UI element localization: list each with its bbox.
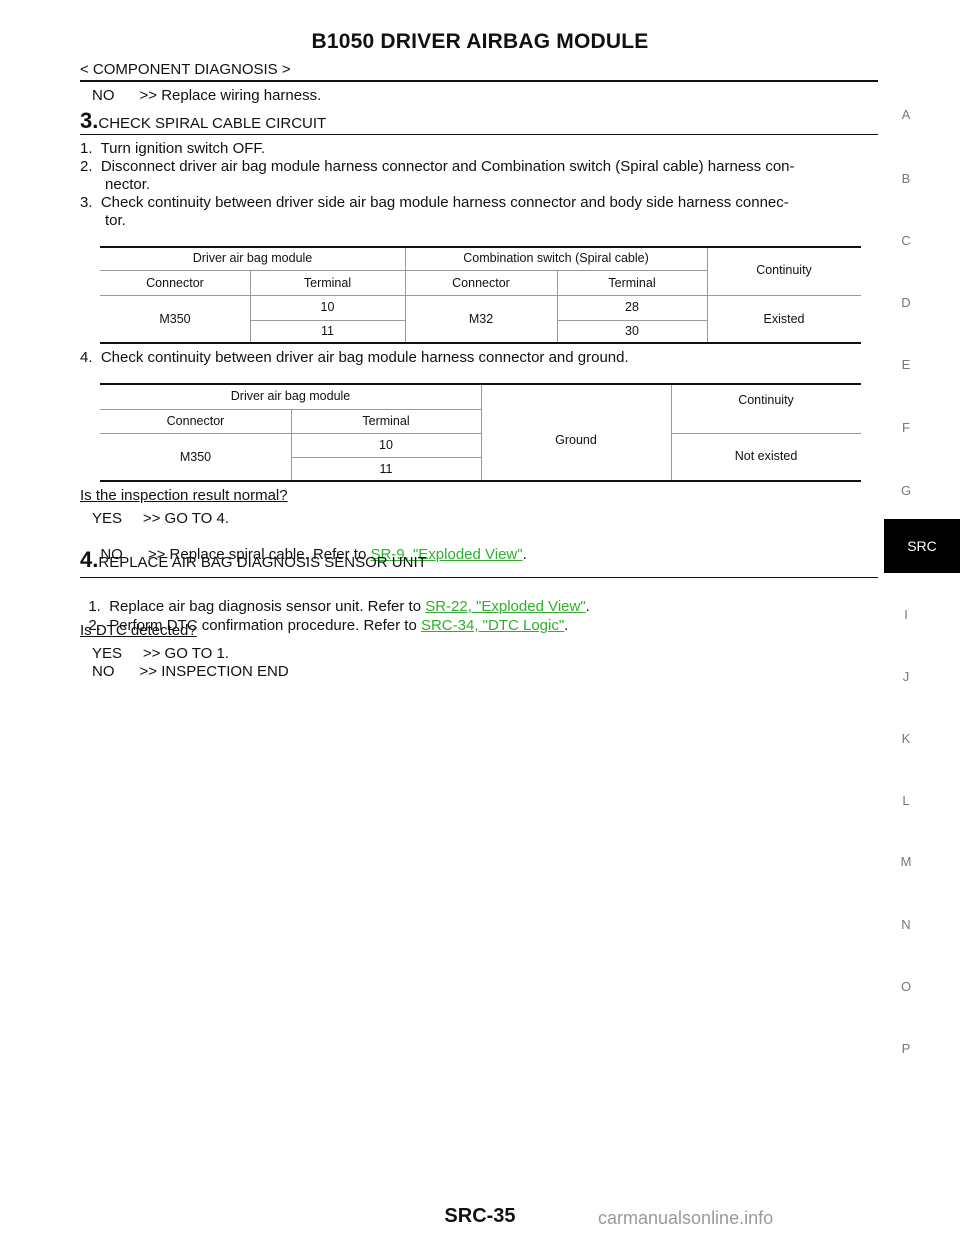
sidebar-letter-i[interactable]: I bbox=[904, 607, 908, 622]
step3-no: NO >> Replace spiral cable. Refer to SR-… bbox=[100, 546, 527, 563]
step3-item-4: 4. Check continuity between driver air b… bbox=[80, 349, 629, 366]
sidebar-letter-e[interactable]: E bbox=[901, 357, 911, 372]
step3-heading: 3.CHECK SPIRAL CABLE CIRCUIT bbox=[80, 108, 326, 134]
t2-header-terminal: Terminal bbox=[362, 414, 410, 428]
t1-header-connector-1: Connector bbox=[146, 276, 204, 290]
continuity-table-2: Driver air bag module Ground Continuity … bbox=[100, 383, 861, 482]
t2-cell-terminal-b: 11 bbox=[379, 462, 393, 476]
t1-header-driver: Driver air bag module bbox=[192, 251, 313, 265]
sidebar-letter-m[interactable]: M bbox=[900, 854, 912, 869]
t1-header-terminal-1: Terminal bbox=[303, 276, 352, 290]
step3-question: Is the inspection result normal? bbox=[80, 487, 288, 504]
watermark: carmanualsonline.info bbox=[598, 1208, 774, 1228]
t2-header-continuity: Continuity bbox=[738, 393, 794, 407]
sidebar-letter-n[interactable]: N bbox=[901, 917, 911, 932]
t1-cell-terminal-1b: 11 bbox=[321, 324, 334, 338]
step3-title: CHECK SPIRAL CABLE CIRCUIT bbox=[98, 115, 327, 132]
sidebar-letter-d[interactable]: D bbox=[901, 295, 911, 310]
step4-heading: 4.REPLACE AIR BAG DIAGNOSIS SENSOR UNIT bbox=[80, 547, 427, 573]
step3-item-2-cont: nector. bbox=[80, 176, 151, 193]
step3-item-3: 3. Check continuity between driver side … bbox=[80, 194, 789, 211]
t1-header-combination: Combination switch (Spiral cable) bbox=[463, 251, 649, 265]
sidebar-letter-p[interactable]: P bbox=[901, 1041, 911, 1056]
step3-item-3-cont: tor. bbox=[80, 212, 126, 229]
sidebar-letter-a[interactable]: A bbox=[901, 107, 911, 122]
step4-rule bbox=[80, 577, 878, 578]
intro-line: NO >> Replace wiring harness. bbox=[92, 87, 322, 104]
step4-item-1: 1. Replace air bag diagnosis sensor unit… bbox=[88, 598, 590, 615]
continuity-table-1: Driver air bag module Combination switch… bbox=[100, 246, 861, 344]
src34-dtc-logic-link[interactable]: SRC-34, "DTC Logic" bbox=[420, 617, 565, 634]
sidebar-letter-f[interactable]: F bbox=[902, 420, 910, 435]
t2-header-driver: Driver air bag module bbox=[230, 389, 351, 403]
sidebar-tab-src[interactable]: SRC bbox=[884, 519, 960, 573]
step4-yes: YES >> GO TO 1. bbox=[92, 645, 230, 662]
step3-item-2: 2. Disconnect driver air bag module harn… bbox=[80, 158, 795, 175]
t1-header-connector-2: Connector bbox=[452, 276, 510, 290]
step4-number: 4. bbox=[80, 547, 99, 572]
sr22-exploded-view-link[interactable]: SR-22, "Exploded View" bbox=[425, 598, 586, 615]
step3-yes: YES >> GO TO 4. bbox=[92, 510, 230, 527]
sidebar-letter-g[interactable]: G bbox=[900, 483, 912, 498]
t2-header-ground: Ground bbox=[555, 433, 597, 447]
page-number: SRC-35 bbox=[444, 1205, 516, 1227]
step4-item-1-text: 1. Replace air bag diagnosis sensor unit… bbox=[88, 598, 426, 615]
t1-header-terminal-2: Terminal bbox=[608, 276, 656, 290]
t1-cell-connector-2: M32 bbox=[468, 312, 494, 326]
t2-cell-terminal-a: 10 bbox=[379, 438, 393, 452]
step3-rule bbox=[80, 134, 878, 135]
step4-title: REPLACE AIR BAG DIAGNOSIS SENSOR UNIT bbox=[98, 554, 427, 571]
header-rule bbox=[80, 80, 878, 82]
step3-no-text: NO >> Replace spiral cable. Refer to bbox=[100, 546, 371, 563]
sidebar-letter-l[interactable]: L bbox=[902, 793, 910, 808]
sidebar-letter-k[interactable]: K bbox=[901, 731, 911, 746]
step3-item-1: 1. Turn ignition switch OFF. bbox=[80, 140, 266, 157]
t1-cell-terminal-2a: 28 bbox=[625, 300, 639, 314]
t1-cell-connector-1: M350 bbox=[159, 312, 191, 326]
step4-item-2-text: 2. Perform DTC confirmation procedure. R… bbox=[88, 617, 421, 634]
page-title: B1050 DRIVER AIRBAG MODULE bbox=[311, 30, 649, 53]
t2-cell-connector: M350 bbox=[179, 450, 212, 464]
step4-no: NO >> INSPECTION END bbox=[92, 663, 289, 680]
sidebar-letter-o[interactable]: O bbox=[900, 979, 912, 994]
t1-header-continuity: Continuity bbox=[756, 263, 812, 277]
t1-cell-result: Existed bbox=[763, 312, 805, 326]
sr9-exploded-view-link[interactable]: SR-9, "Exploded View" bbox=[370, 546, 523, 563]
t2-header-connector: Connector bbox=[166, 414, 225, 428]
t1-cell-terminal-2b: 30 bbox=[625, 324, 639, 338]
t1-cell-terminal-1a: 10 bbox=[320, 300, 335, 314]
step4-item-2: 2. Perform DTC confirmation procedure. R… bbox=[88, 617, 569, 634]
step3-number: 3. bbox=[80, 108, 99, 133]
sidebar-letter-b[interactable]: B bbox=[901, 171, 911, 186]
sidebar-letter-j[interactable]: J bbox=[902, 669, 910, 684]
sidebar-letter-c[interactable]: C bbox=[901, 233, 911, 248]
t2-cell-result: Not existed bbox=[734, 449, 798, 463]
breadcrumb: < COMPONENT DIAGNOSIS > bbox=[80, 61, 291, 78]
step4-question: Is DTC detected? bbox=[80, 622, 197, 639]
